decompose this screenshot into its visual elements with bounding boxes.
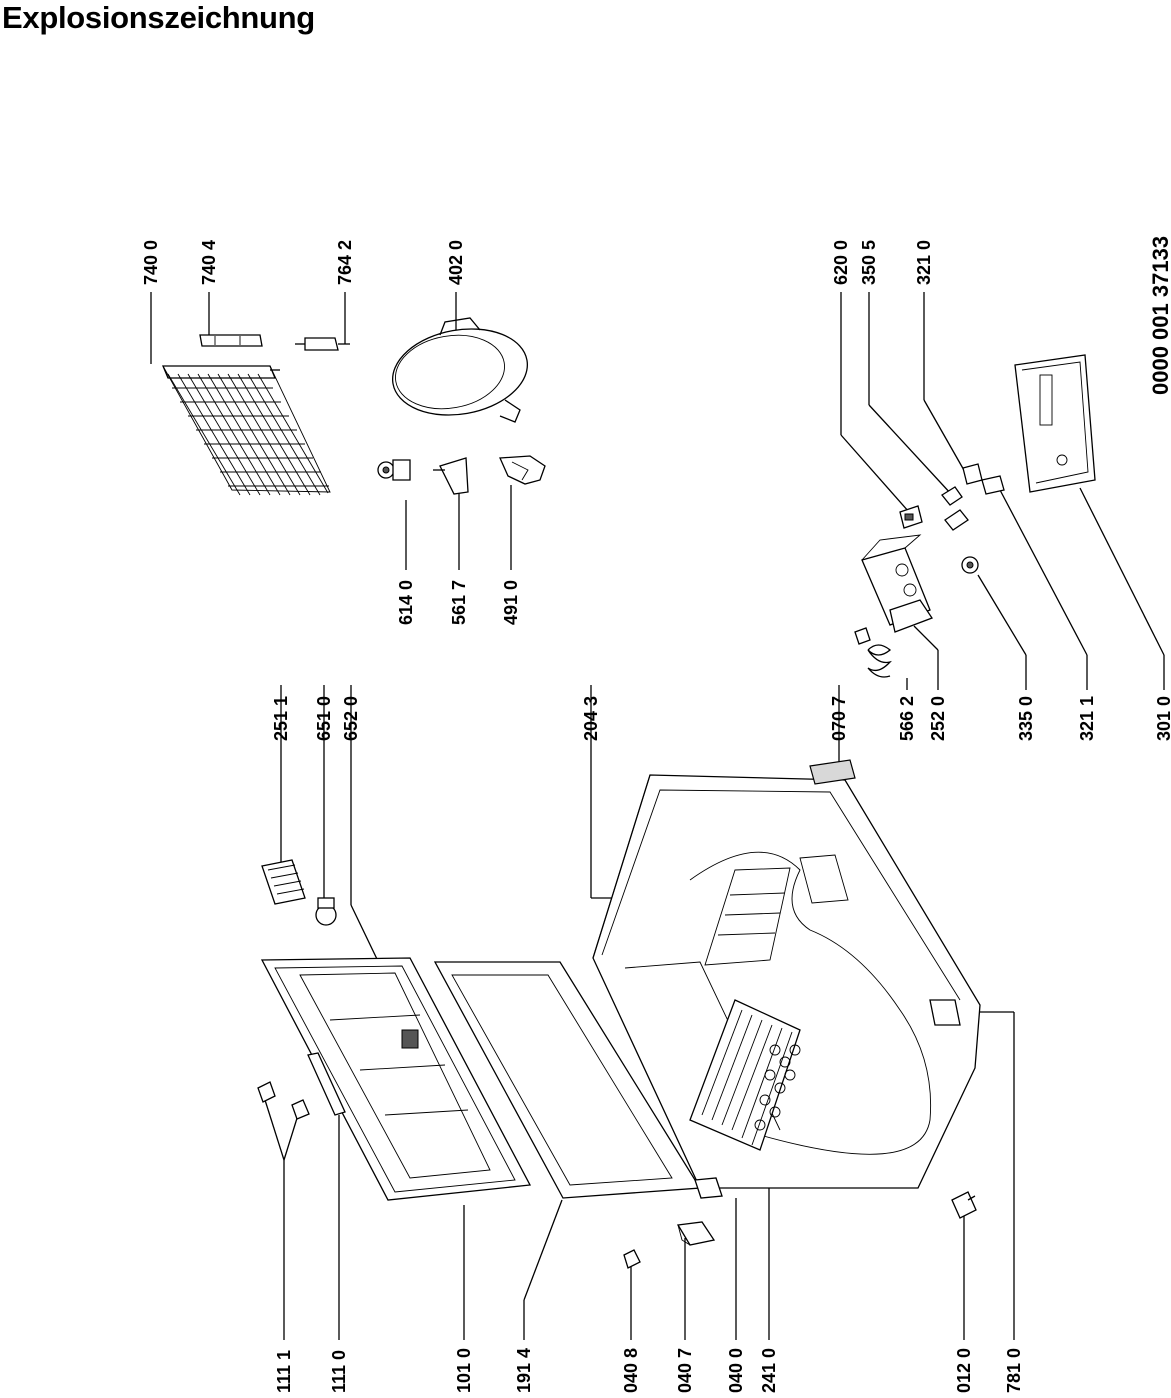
part-label-321-0: 321 0 bbox=[914, 240, 934, 285]
control-panel-part bbox=[1014, 354, 1096, 493]
foot-bracket-part bbox=[951, 1191, 977, 1219]
part-label-335-0: 335 0 bbox=[1016, 696, 1036, 741]
part-label-566-2: 566 2 bbox=[897, 696, 917, 741]
lamp-cover-part bbox=[261, 859, 306, 905]
part-label-614-0: 614 0 bbox=[396, 580, 416, 625]
relay-part bbox=[377, 459, 411, 481]
knob-part bbox=[961, 556, 979, 574]
part-label-350-5: 350 5 bbox=[859, 240, 879, 285]
part-label-764-2: 764 2 bbox=[335, 240, 355, 285]
part-label-111-0: 111 0 bbox=[329, 1350, 349, 1393]
spring-part bbox=[854, 627, 892, 678]
part-label-040-8: 040 8 bbox=[621, 1348, 641, 1393]
part-label-561-7: 561 7 bbox=[449, 580, 469, 625]
condenser-coil-part bbox=[162, 365, 331, 496]
compressor-part bbox=[391, 317, 529, 423]
lens-part bbox=[981, 475, 1005, 495]
part-label-101-0: 101 0 bbox=[454, 1348, 474, 1393]
part-label-301-0: 301 0 bbox=[1154, 696, 1171, 741]
part-label-040-0: 040 0 bbox=[726, 1348, 746, 1393]
switch-part bbox=[899, 505, 923, 529]
lamp-socket-part bbox=[941, 486, 969, 531]
capillary-tube-part bbox=[295, 337, 350, 351]
thermostat-part bbox=[433, 457, 469, 495]
part-label-740-4: 740 4 bbox=[199, 240, 219, 285]
part-label-111-1: 111 1 bbox=[274, 1350, 294, 1393]
control-housing-part bbox=[861, 534, 933, 633]
lid-part bbox=[260, 957, 532, 1201]
part-label-191-4: 191 4 bbox=[514, 1348, 534, 1393]
part-label-241-0: 241 0 bbox=[759, 1348, 779, 1393]
wire-basket-part bbox=[689, 999, 801, 1151]
control-knob-part bbox=[962, 463, 983, 485]
hinge-part bbox=[694, 1177, 723, 1199]
bracket-part bbox=[499, 455, 546, 485]
hinge-small-part bbox=[623, 1249, 641, 1269]
hinge-cover-part bbox=[676, 1221, 716, 1246]
part-label-321-1: 321 1 bbox=[1077, 696, 1097, 741]
part-label-252-0: 252 0 bbox=[928, 696, 948, 741]
filter-drier-part bbox=[199, 334, 263, 347]
part-label-491-0: 491 0 bbox=[501, 580, 521, 625]
part-label-740-0: 740 0 bbox=[141, 240, 161, 285]
part-label-402-0: 402 0 bbox=[446, 240, 466, 285]
hinge-cap-part bbox=[257, 1081, 310, 1120]
light-bulb-part bbox=[315, 897, 337, 926]
part-label-040-7: 040 7 bbox=[675, 1348, 695, 1393]
part-label-781-0: 781 0 bbox=[1004, 1348, 1024, 1393]
document-number: 0000 001 37133 bbox=[1148, 236, 1171, 395]
page-title: Explosionszeichnung bbox=[2, 0, 315, 35]
freezer-cabinet-part bbox=[592, 759, 981, 1189]
part-label-620-0: 620 0 bbox=[831, 240, 851, 285]
part-label-012-0: 012 0 bbox=[954, 1348, 974, 1393]
